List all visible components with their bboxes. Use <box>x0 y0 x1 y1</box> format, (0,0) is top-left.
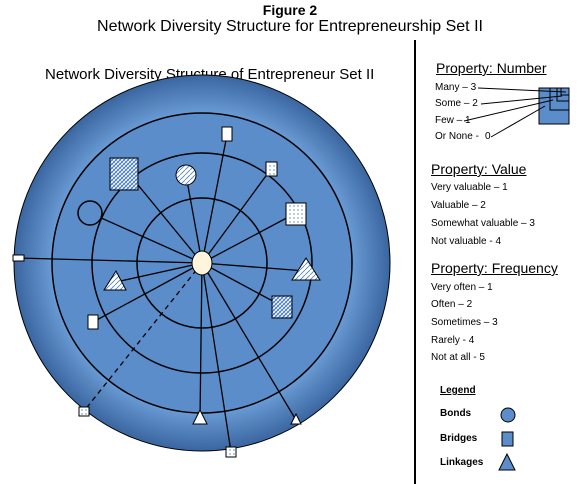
frequency-item: Not at all - 5 <box>431 352 485 363</box>
spoke <box>128 173 203 264</box>
number-key-line <box>463 99 554 122</box>
spoke <box>201 262 232 453</box>
bridge-node <box>109 157 139 191</box>
bridge-node <box>285 202 307 226</box>
spoke <box>201 262 307 272</box>
bridge-node <box>221 126 233 142</box>
value-item: Very valuable – 1 <box>431 182 508 193</box>
bridge-node <box>271 295 293 319</box>
frequency-item: Sometimes – 3 <box>431 317 498 328</box>
spoke <box>201 262 297 421</box>
circle-icon <box>500 407 516 423</box>
figure-label: Figure 2 <box>262 2 318 18</box>
number-key <box>538 87 570 125</box>
value-item: Valuable – 2 <box>431 200 486 211</box>
legend-item-bonds: Bonds <box>440 408 472 419</box>
square-icon <box>501 431 514 447</box>
spoke <box>201 262 283 307</box>
spoke <box>199 262 203 419</box>
bridge-node <box>87 314 99 330</box>
legend-item-bridges: Bridges <box>440 433 478 444</box>
spoke <box>201 168 272 264</box>
frequency-item: Very often – 1 <box>431 282 493 293</box>
bridge-node <box>225 446 237 458</box>
bridge-node <box>12 254 25 262</box>
value-item: Not valuable - 4 <box>431 236 502 247</box>
number-item: Or None - <box>435 131 479 142</box>
number-item: Some – 2 <box>435 98 478 109</box>
linkage-node <box>291 257 321 281</box>
spoke <box>201 212 297 264</box>
number-heading: Property: Number <box>436 60 547 76</box>
linkage-node <box>103 270 127 291</box>
ring-1 <box>136 197 268 329</box>
center-node <box>191 250 213 276</box>
legend-heading: Legend <box>440 385 476 396</box>
spoke <box>185 174 203 264</box>
triangle-icon <box>498 452 516 471</box>
linkage-node <box>290 412 302 425</box>
spoke <box>92 262 203 323</box>
value-heading: Property: Value <box>431 161 527 177</box>
linkage-node <box>192 408 208 425</box>
number-item: Few – 1 <box>435 115 471 126</box>
bridge-node <box>78 406 90 417</box>
frequency-heading: Property: Frequency <box>431 260 558 276</box>
spoke <box>201 134 228 264</box>
frequency-item: Often – 2 <box>431 299 473 310</box>
number-key-line <box>480 95 563 105</box>
spoke-dashed <box>83 262 203 412</box>
spoke <box>115 262 203 283</box>
spoke <box>17 257 203 264</box>
frequency-item: Rarely - 4 <box>431 335 475 346</box>
diagram-title: Network Diversity Structure of Entrepren… <box>45 66 375 83</box>
legend-item-linkages: Linkages <box>440 457 484 468</box>
spoke <box>89 212 203 264</box>
number-key-line <box>490 105 546 138</box>
bridge-node <box>265 161 278 177</box>
bond-node <box>175 164 197 186</box>
number-item: Many – 3 <box>435 82 477 93</box>
ring-2 <box>91 152 313 374</box>
figure-title: Network Diversity Structure for Entrepre… <box>97 18 483 35</box>
vertical-divider <box>414 40 416 484</box>
value-item: Somewhat valuable – 3 <box>431 218 535 229</box>
bond-node <box>77 200 103 226</box>
number-key-line <box>477 87 567 93</box>
number-zero-label: 0 <box>485 131 491 142</box>
